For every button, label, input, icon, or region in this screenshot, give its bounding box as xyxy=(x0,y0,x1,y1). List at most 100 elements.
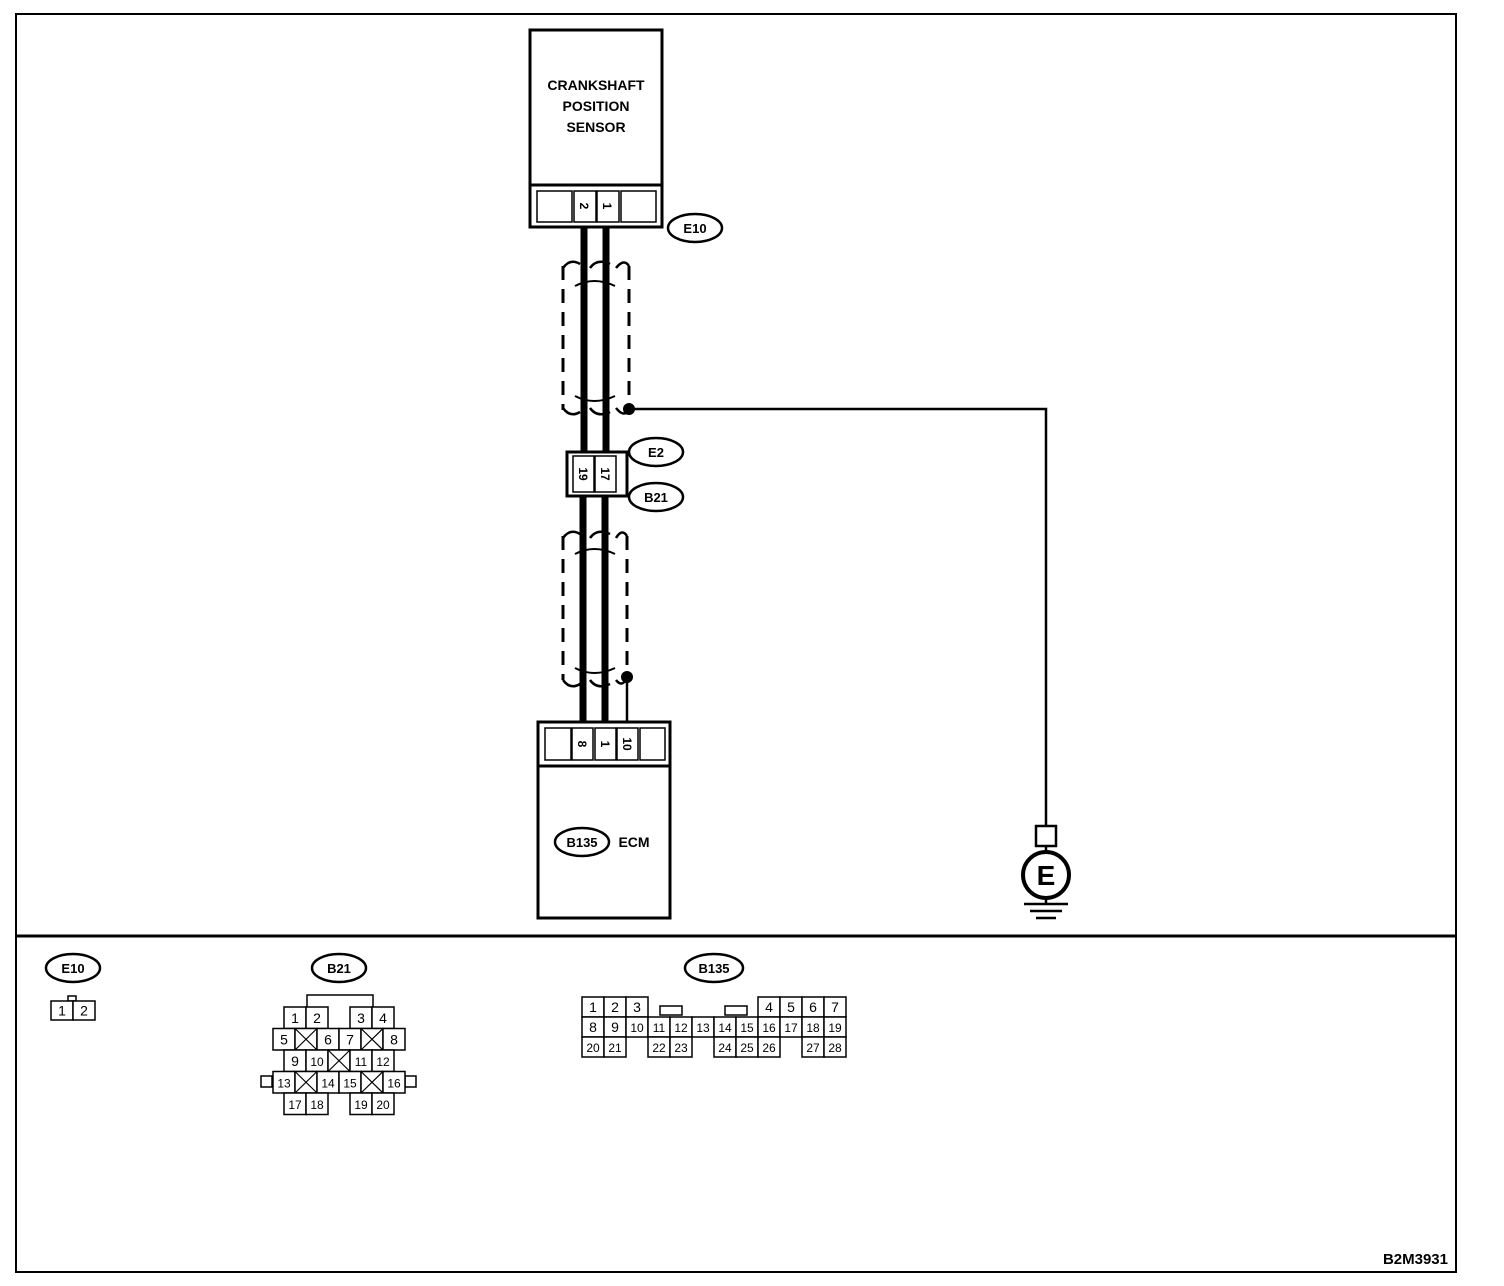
pin-cell-13: 13 xyxy=(691,1016,715,1038)
pin-cell-10: 10 xyxy=(305,1049,329,1073)
svg-text:21: 21 xyxy=(608,1041,622,1055)
svg-text:6: 6 xyxy=(809,999,817,1015)
pin-cell-21: 21 xyxy=(603,1036,627,1058)
svg-text:2: 2 xyxy=(80,1003,88,1019)
pin-cell-9: 9 xyxy=(603,1016,627,1038)
svg-text:3: 3 xyxy=(633,999,641,1015)
svg-text:19: 19 xyxy=(354,1098,368,1112)
pin-cell-3: 3 xyxy=(625,996,649,1018)
svg-text:2: 2 xyxy=(313,1010,321,1026)
svg-text:7: 7 xyxy=(831,999,839,1015)
svg-text:22: 22 xyxy=(652,1041,666,1055)
ecm-pin-10: 10 xyxy=(620,737,634,751)
svg-text:10: 10 xyxy=(310,1055,324,1069)
pin-cell-28: 28 xyxy=(823,1036,847,1058)
pin-cell-4: 4 xyxy=(757,996,781,1018)
svg-text:16: 16 xyxy=(387,1076,401,1090)
inline-pin-17: 17 xyxy=(598,467,612,481)
shield-drain-wire xyxy=(621,671,633,722)
e2-b21-inline-connector: 19 17 xyxy=(565,450,629,498)
pin-cell-13: 13 xyxy=(272,1070,296,1094)
svg-text:15: 15 xyxy=(343,1076,357,1090)
outer-frame xyxy=(15,13,1457,1273)
pin-cell-17: 17 xyxy=(283,1092,307,1116)
pin-cell-24: 24 xyxy=(713,1036,737,1058)
pin-cell-18: 18 xyxy=(305,1092,329,1116)
svg-text:6: 6 xyxy=(324,1031,332,1047)
svg-text:23: 23 xyxy=(674,1041,688,1055)
pin-cell-2: 2 xyxy=(305,1006,329,1030)
pin-cell-12: 12 xyxy=(371,1049,395,1073)
sensor-pin-2: 2 xyxy=(577,203,591,210)
crankshaft-position-sensor: CRANKSHAFT POSITION SENSOR 2 1 xyxy=(528,28,664,229)
pin-cell-9: 9 xyxy=(283,1049,307,1073)
upper-shield xyxy=(561,260,631,416)
ecm-pin-1: 1 xyxy=(598,741,612,748)
pin-cell-2: 2 xyxy=(603,996,627,1018)
shield-ground-wire xyxy=(623,403,1048,826)
svg-text:28: 28 xyxy=(828,1041,842,1055)
svg-text:5: 5 xyxy=(280,1031,288,1047)
blank-cavity xyxy=(360,1070,384,1094)
pin-cell-17: 17 xyxy=(779,1016,803,1038)
connector-e2-tag: E2 xyxy=(627,436,685,468)
svg-text:24: 24 xyxy=(718,1041,732,1055)
svg-text:7: 7 xyxy=(346,1031,354,1047)
svg-text:8: 8 xyxy=(589,1019,597,1035)
pin-cell-8: 8 xyxy=(382,1027,406,1051)
pin-cell-26: 26 xyxy=(757,1036,781,1058)
ground-point-e: E xyxy=(1021,824,1071,920)
connector-b21-tag: B21 xyxy=(627,481,685,513)
pin-cell-2: 2 xyxy=(72,1000,96,1021)
svg-text:14: 14 xyxy=(321,1076,335,1090)
pin-cell-5: 5 xyxy=(779,996,803,1018)
svg-text:11: 11 xyxy=(653,1021,666,1035)
pin-cell-14: 14 xyxy=(316,1070,340,1094)
pin-cell-15: 15 xyxy=(735,1016,759,1038)
svg-text:16: 16 xyxy=(762,1021,776,1035)
blank-cavity xyxy=(360,1027,384,1051)
pin-cell-25: 25 xyxy=(735,1036,759,1058)
pin-cell-12: 12 xyxy=(669,1016,693,1038)
pin-cell-20: 20 xyxy=(581,1036,605,1058)
svg-text:B135: B135 xyxy=(566,835,597,850)
pin-cell-19: 19 xyxy=(349,1092,373,1116)
pin-cell-27: 27 xyxy=(801,1036,825,1058)
svg-text:18: 18 xyxy=(310,1098,324,1112)
pin-cell-5: 5 xyxy=(272,1027,296,1051)
pin-cell-18: 18 xyxy=(801,1016,825,1038)
pin-cell-3: 3 xyxy=(349,1006,373,1030)
svg-text:9: 9 xyxy=(611,1019,619,1035)
svg-text:4: 4 xyxy=(765,999,773,1015)
svg-text:20: 20 xyxy=(376,1098,390,1112)
svg-text:2: 2 xyxy=(611,999,619,1015)
pin-cell-16: 16 xyxy=(382,1070,406,1094)
svg-text:5: 5 xyxy=(787,999,795,1015)
sensor-label-line3: SENSOR xyxy=(566,119,625,135)
pin-cell-1: 1 xyxy=(283,1006,307,1030)
ecm-pin-8: 8 xyxy=(575,741,589,748)
svg-text:25: 25 xyxy=(740,1041,754,1055)
pin-cell-23: 23 xyxy=(669,1036,693,1058)
pin-cell-22: 22 xyxy=(647,1036,671,1058)
ecm: 8 1 10 B135 ECM xyxy=(536,720,672,920)
svg-text:19: 19 xyxy=(828,1021,842,1035)
svg-text:1: 1 xyxy=(589,999,597,1015)
connector-b135-tag: B135 xyxy=(553,826,611,858)
svg-text:26: 26 xyxy=(762,1041,776,1055)
svg-text:B21: B21 xyxy=(644,490,668,505)
svg-text:E10: E10 xyxy=(61,961,84,976)
svg-text:E2: E2 xyxy=(648,445,664,460)
sensor-label-line1: CRANKSHAFT xyxy=(547,77,645,93)
pin-cell-7: 7 xyxy=(823,996,847,1018)
pin-cell-7: 7 xyxy=(338,1027,362,1051)
svg-text:12: 12 xyxy=(674,1021,688,1035)
pin-cell-15: 15 xyxy=(338,1070,362,1094)
svg-text:17: 17 xyxy=(784,1021,798,1035)
svg-text:B21: B21 xyxy=(327,961,351,976)
svg-text:1: 1 xyxy=(291,1010,299,1026)
figure-id: B2M3931 xyxy=(1383,1251,1448,1268)
